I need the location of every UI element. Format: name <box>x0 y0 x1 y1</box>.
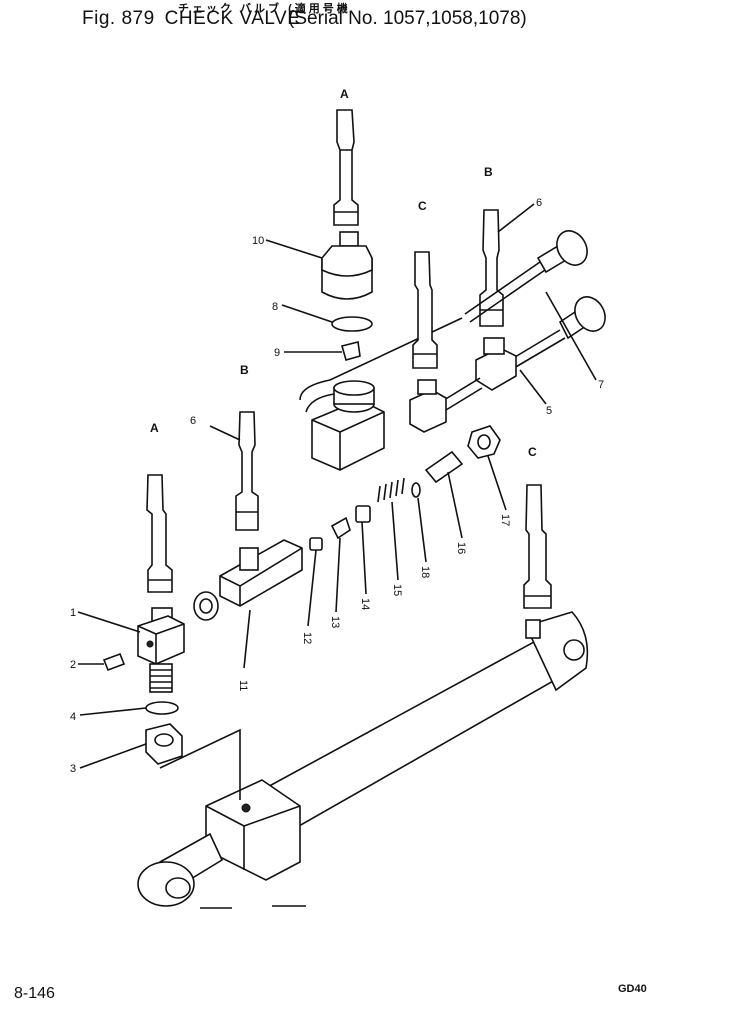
connector-label: A <box>340 87 349 101</box>
figure-title: Fig. 879 CHECK VALVE <box>82 8 310 30</box>
upper-hose-a <box>333 109 359 226</box>
callout-number: 2 <box>70 659 76 671</box>
part-4-oring <box>145 701 179 715</box>
manifold-block <box>299 317 463 471</box>
part-9-piece <box>341 341 361 361</box>
callout-number: 6 <box>536 197 542 209</box>
hose-a-left <box>146 474 173 593</box>
callout-number: 18 <box>419 566 431 578</box>
callout-number: 4 <box>70 711 76 723</box>
hose-c-upper <box>412 251 438 369</box>
callout-number: 10 <box>252 235 264 247</box>
callout-number: 17 <box>499 514 511 526</box>
connector-label: A <box>150 421 159 435</box>
part-1-block <box>137 607 185 693</box>
callout-number: 12 <box>301 632 313 644</box>
part-18-ring <box>411 482 421 498</box>
callout-number: 11 <box>237 680 249 691</box>
part-2-plug <box>102 652 126 672</box>
callout-number: 9 <box>274 347 280 359</box>
callout-number: 5 <box>546 405 552 417</box>
connector-label: B <box>240 363 249 377</box>
page-number: 8-146 <box>14 985 55 1002</box>
part-15-spring <box>377 477 405 503</box>
part-13 <box>330 516 351 540</box>
part-17-nut <box>467 425 501 459</box>
connector-label: C <box>528 445 537 459</box>
part-14 <box>355 505 371 523</box>
serial-numbers: (Serial No. 1057,1058,1078) <box>288 8 527 29</box>
model-code: GD40 <box>618 983 647 995</box>
part-8-oring <box>331 316 373 332</box>
callout-number: 7 <box>598 379 604 391</box>
part-11-body <box>193 539 303 621</box>
callout-number: 8 <box>272 301 278 313</box>
part-3-nut <box>145 723 183 765</box>
callout-number: 1 <box>70 607 76 619</box>
hose-b-right <box>479 209 504 327</box>
leader-lines <box>77 203 597 769</box>
part-name: CHECK VALVE <box>164 8 301 29</box>
hose-c-lower <box>523 484 552 609</box>
callout-number: 15 <box>391 584 403 596</box>
callout-number: 3 <box>70 763 76 775</box>
callout-number: 16 <box>455 542 467 554</box>
part-5-pipe <box>409 296 606 433</box>
hose-b-left <box>235 411 259 531</box>
callout-number: 6 <box>190 415 196 427</box>
hydraulic-cylinder <box>137 611 589 909</box>
connector-label: B <box>484 165 493 179</box>
fig-label: Fig. 879 <box>82 8 155 29</box>
callout-number: 13 <box>329 616 341 628</box>
connector-label: C <box>418 199 427 213</box>
part-7-pipe <box>464 230 588 323</box>
japanese-title: チェック バルブ (適用号機 <box>178 3 351 15</box>
callout-number: 14 <box>359 598 371 610</box>
part-16-screw <box>424 450 464 484</box>
part-12 <box>309 537 323 551</box>
part-10-fitting <box>321 231 373 300</box>
